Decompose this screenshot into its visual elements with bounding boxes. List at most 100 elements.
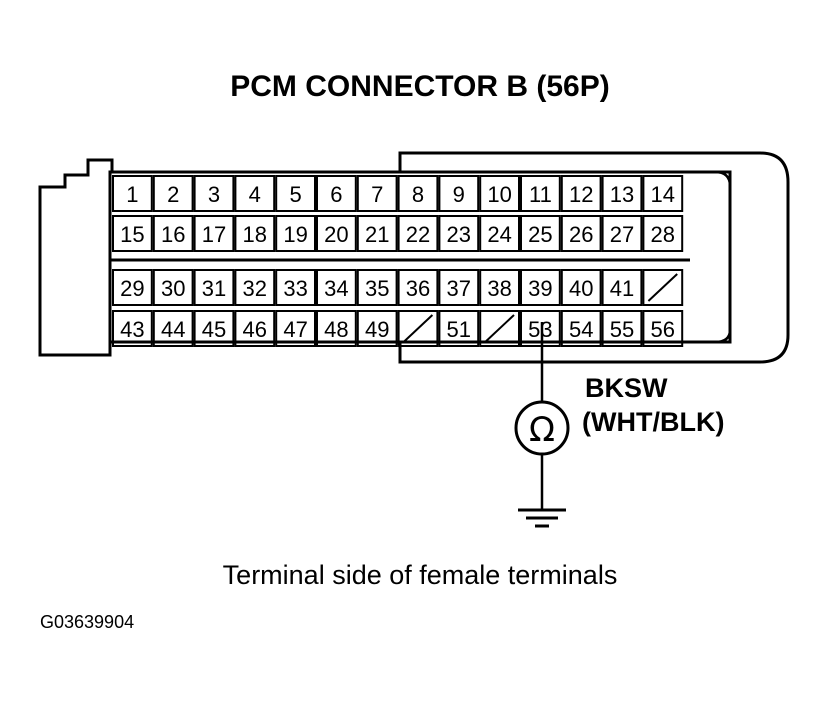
- terminal-number-47: 47: [283, 317, 307, 342]
- terminal-cell: [560, 215, 602, 252]
- terminal-number-30: 30: [161, 276, 185, 301]
- terminal-cell: [397, 215, 439, 252]
- terminal-cell: [560, 269, 602, 306]
- terminal-number-43: 43: [120, 317, 144, 342]
- terminal-cell: [438, 215, 480, 252]
- terminal-number-40: 40: [569, 276, 593, 301]
- terminal-number-13: 13: [610, 182, 634, 207]
- terminal-cell: [316, 215, 357, 252]
- terminal-cell: [520, 269, 561, 306]
- terminal-cell: [275, 310, 317, 347]
- terminal-number-19: 19: [283, 222, 307, 247]
- terminal-number-25: 25: [528, 222, 552, 247]
- terminal-number-2: 2: [167, 182, 179, 207]
- terminal-cell: [112, 175, 153, 212]
- terminal-cell: [152, 269, 194, 306]
- terminal-number-24: 24: [487, 222, 511, 247]
- terminal-number-36: 36: [406, 276, 430, 301]
- terminal-cell: [601, 215, 643, 252]
- unused-terminal-slash: [647, 273, 678, 302]
- terminal-cell: [520, 175, 561, 212]
- terminal-cell: [112, 215, 153, 252]
- terminal-cell: [479, 175, 521, 212]
- terminal-cell: [193, 215, 235, 252]
- terminal-cell: [438, 175, 480, 212]
- terminal-number-26: 26: [569, 222, 593, 247]
- terminal-cell: [275, 215, 317, 252]
- terminal-number-1: 1: [126, 182, 138, 207]
- terminal-number-8: 8: [412, 182, 424, 207]
- ohm-symbol: Ω: [529, 410, 555, 450]
- terminal-cell: [560, 310, 602, 347]
- terminal-cell: [152, 310, 194, 347]
- terminal-cell: [316, 310, 357, 347]
- terminal-cell: [356, 310, 398, 347]
- wire-name-label: BKSW: [585, 373, 668, 403]
- terminal-number-49: 49: [365, 317, 389, 342]
- terminal-number-41: 41: [610, 276, 634, 301]
- terminal-cell: [479, 269, 521, 306]
- terminal-number-4: 4: [249, 182, 261, 207]
- terminal-cell: [234, 175, 276, 212]
- terminal-cell: [642, 215, 684, 252]
- terminal-cell: [356, 269, 398, 306]
- terminal-number-31: 31: [202, 276, 226, 301]
- terminal-number-5: 5: [289, 182, 301, 207]
- terminal-cell: [234, 269, 276, 306]
- terminal-cell: [112, 269, 153, 306]
- terminal-number-29: 29: [120, 276, 144, 301]
- terminal-cell: [601, 175, 643, 212]
- terminal-number-3: 3: [208, 182, 220, 207]
- terminal-cell: [356, 175, 398, 212]
- terminal-cell: [642, 310, 684, 347]
- terminal-cell: [642, 175, 684, 212]
- terminal-number-11: 11: [529, 182, 552, 207]
- terminal-number-55: 55: [610, 317, 634, 342]
- terminal-cell: [479, 310, 521, 347]
- terminal-cell: [234, 310, 276, 347]
- terminal-number-22: 22: [406, 222, 430, 247]
- terminal-number-20: 20: [324, 222, 348, 247]
- terminal-cell: [601, 310, 643, 347]
- terminal-number-23: 23: [447, 222, 471, 247]
- terminal-cell: [560, 175, 602, 212]
- terminal-number-35: 35: [365, 276, 389, 301]
- terminal-cell: [275, 175, 317, 212]
- connector-housing-left: [38, 158, 115, 357]
- terminal-number-38: 38: [487, 276, 511, 301]
- figure-code: G03639904: [40, 612, 135, 632]
- terminal-cell: [438, 269, 480, 306]
- terminal-number-18: 18: [243, 222, 267, 247]
- terminal-number-21: 21: [365, 222, 389, 247]
- connector-lock-recess: [690, 170, 732, 344]
- unused-terminal-slash: [402, 314, 434, 343]
- wire-color-label: (WHT/BLK): [582, 407, 725, 437]
- terminal-number-14: 14: [651, 182, 675, 207]
- terminal-number-7: 7: [371, 182, 383, 207]
- diagram-title: PCM CONNECTOR B (56P): [230, 70, 610, 103]
- terminal-number-17: 17: [202, 222, 226, 247]
- terminal-number-16: 16: [161, 222, 185, 247]
- terminal-number-37: 37: [447, 276, 471, 301]
- terminal-cell: [193, 175, 235, 212]
- terminal-number-46: 46: [243, 317, 267, 342]
- terminal-cell: [316, 175, 357, 212]
- terminal-number-56: 56: [651, 317, 675, 342]
- terminal-number-34: 34: [324, 276, 348, 301]
- terminal-cell: [438, 310, 480, 347]
- terminal-number-53: 53: [528, 317, 552, 342]
- terminal-number-54: 54: [569, 317, 593, 342]
- terminal-number-10: 10: [487, 182, 511, 207]
- terminal-cell: [356, 215, 398, 252]
- terminal-number-44: 44: [161, 317, 185, 342]
- terminal-number-39: 39: [528, 276, 552, 301]
- terminal-number-33: 33: [283, 276, 307, 301]
- connector-housing-right: [398, 151, 790, 364]
- terminal-number-15: 15: [120, 222, 144, 247]
- terminal-cell: [479, 215, 521, 252]
- terminal-cell: [193, 269, 235, 306]
- terminal-cell: [601, 269, 643, 306]
- terminal-cell: [193, 310, 235, 347]
